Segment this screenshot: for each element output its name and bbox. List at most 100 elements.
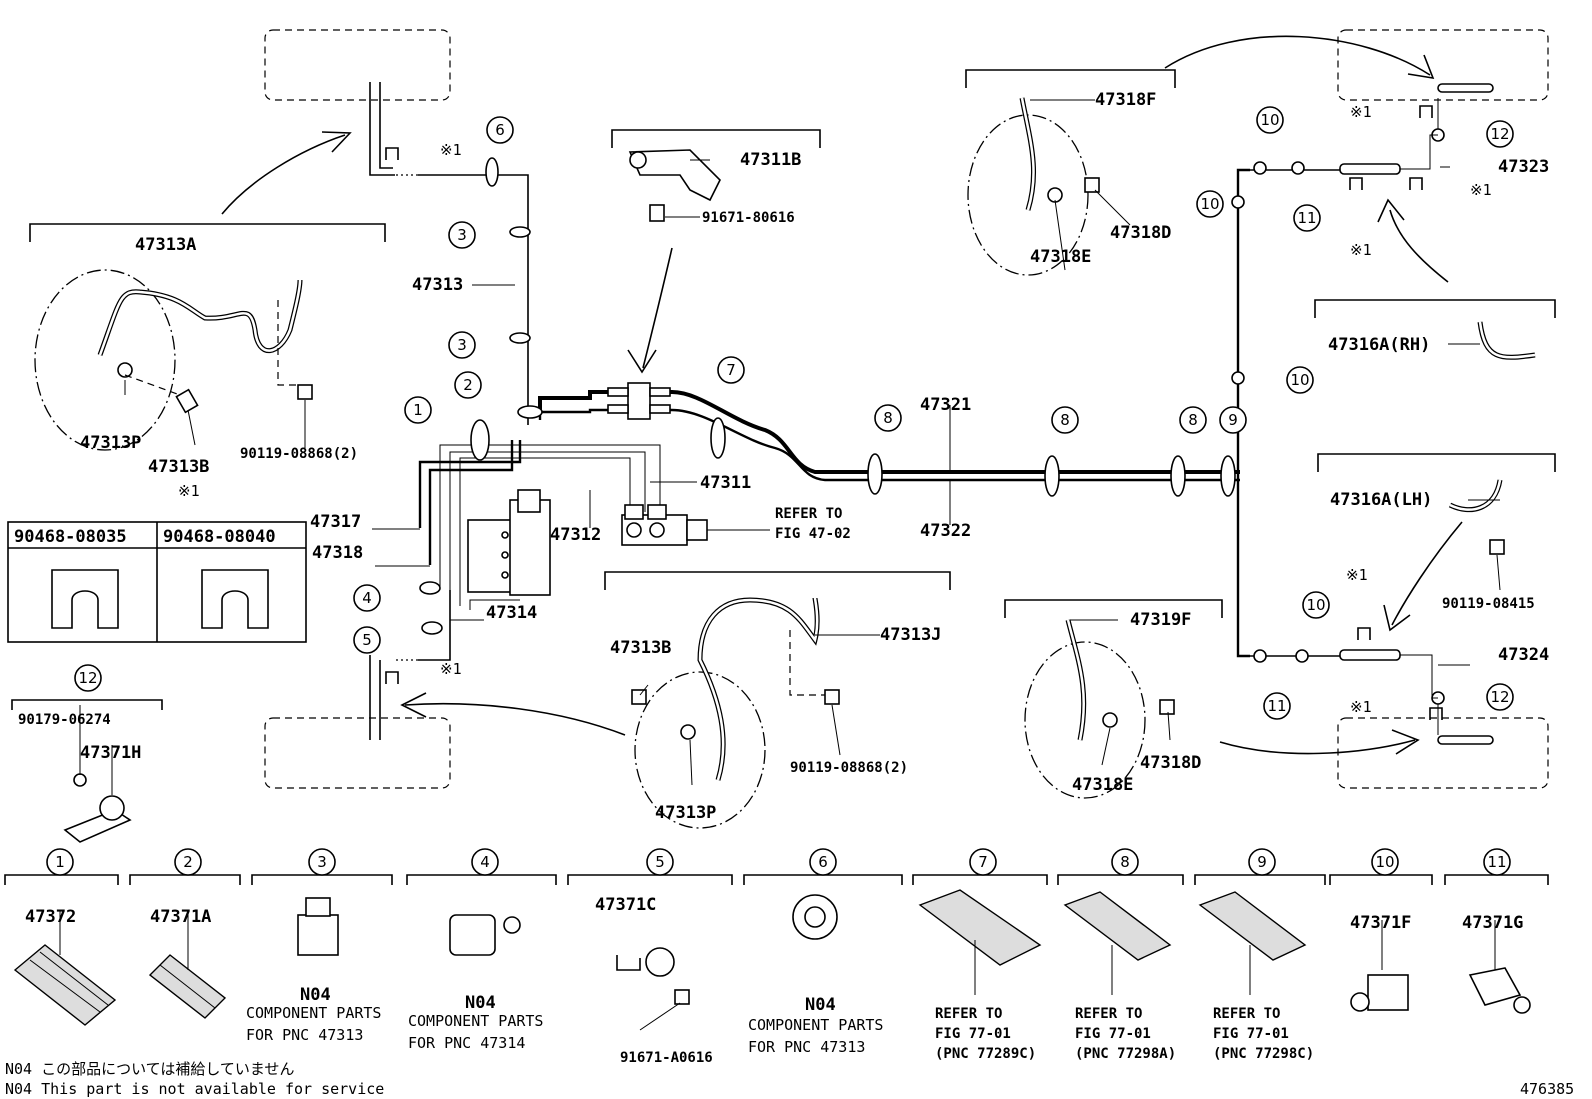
clamp-8-a [867, 453, 883, 495]
callout-8-b: 8 [1051, 406, 1079, 434]
callout-3-upper: 3 [448, 221, 476, 249]
pipe-rear-vertical-lower [1236, 478, 1250, 658]
callout-bottom-9: 9 [1248, 848, 1276, 876]
rear-hose-lower-to-wheel [1400, 654, 1438, 699]
clip-47371G [1468, 967, 1531, 1014]
rear-hose-lower [1339, 649, 1401, 661]
callout-bottom-6: 6 [809, 848, 837, 876]
wheel-area-rear-right-bottom [1337, 717, 1549, 789]
hose-47318F-inner [1020, 97, 1035, 211]
clip-table [7, 521, 307, 643]
dash-bolt-a [124, 374, 181, 396]
label-comp-parts-3: COMPONENT PARTS [246, 1004, 381, 1022]
arrow-47316A-LH-head [1383, 604, 1411, 632]
svg-text:11: 11 [1267, 697, 1286, 715]
bracket-47316A-RH [1314, 299, 1556, 318]
clamp-9 [1220, 455, 1236, 497]
pipe-47311 [449, 451, 646, 598]
u-clip-front-top [385, 147, 399, 160]
label-pnc-77298A: (PNC 77298A) [1075, 1046, 1176, 1062]
arrow-47318F-head [1407, 54, 1435, 80]
svg-text:5: 5 [362, 631, 372, 649]
label-fig-77-01-7: FIG 77-01 [935, 1026, 1011, 1042]
callout-3-lower: 3 [448, 331, 476, 359]
callout-bottom-4: 4 [471, 848, 499, 876]
hose-47313J [697, 597, 820, 781]
svg-text:1: 1 [55, 853, 65, 871]
arrow-47316A-RH-head [1377, 198, 1405, 223]
svg-text:6: 6 [818, 853, 828, 871]
clamp-47371H [63, 773, 132, 843]
leader-lines [59, 99, 1501, 1031]
callout-10-d: 10 [1302, 591, 1330, 619]
callout-8-c: 8 [1179, 406, 1207, 434]
dash-90119-a [277, 300, 298, 386]
pipe-47312 [439, 444, 661, 590]
label-47313B-b: 47313B [610, 638, 671, 658]
hose-47316A-RH-inner [1478, 321, 1536, 359]
clip-10-c [1231, 371, 1245, 385]
label-47313B: 47313B [148, 457, 209, 477]
svg-text:10: 10 [1260, 111, 1279, 129]
label-47316A-RH: 47316A(RH) [1328, 335, 1430, 355]
grommet-6-illustration [792, 894, 838, 940]
rear-hose-upper [1339, 163, 1401, 175]
callout-5: 5 [353, 626, 381, 654]
clip-3 [297, 897, 339, 956]
label-47321: 47321 [920, 395, 971, 415]
label-90468-08035: 90468-08035 [14, 527, 127, 547]
bolt-90119-b [824, 689, 840, 705]
callout-bottom-10: 10 [1371, 848, 1399, 876]
svg-text:6: 6 [495, 121, 505, 139]
bracket-47318F [965, 69, 1176, 88]
abs-actuator [467, 489, 551, 596]
callout-2: 2 [454, 371, 482, 399]
bracket-47311B-illustration [628, 149, 721, 222]
u-clip-bot-1 [1357, 627, 1371, 640]
u-clip-top-2 [1349, 177, 1363, 190]
label-47313P: 47313P [80, 433, 141, 453]
svg-text:12: 12 [1490, 688, 1509, 706]
label-refer-to-7: REFER TO [935, 1006, 1002, 1022]
svg-text:8: 8 [883, 409, 893, 427]
label-47313: 47313 [412, 275, 463, 295]
clamp-5 [421, 621, 443, 635]
label-mark-rr-2: ※1 [1470, 181, 1492, 199]
callout-12-a: 12 [1486, 120, 1514, 148]
svg-text:12: 12 [78, 669, 97, 687]
label-47316A-LH: 47316A(LH) [1330, 490, 1432, 510]
clamp-3-lower [509, 332, 531, 344]
label-fig-47-02: FIG 47-02 [775, 526, 851, 542]
label-47371F: 47371F [1350, 913, 1411, 933]
svg-text:3: 3 [317, 853, 327, 871]
clamp-3-upper [509, 226, 531, 238]
pipe-47314 [418, 590, 451, 661]
svg-text:4: 4 [362, 589, 372, 607]
bolt-47318D-b [1159, 699, 1175, 715]
arrow-47316A-RH-up [1389, 209, 1449, 283]
master-cylinder [621, 504, 770, 546]
label-90468-08040: 90468-08040 [163, 527, 276, 547]
callout-bottom-11: 11 [1483, 848, 1511, 876]
pipe-47318 [428, 440, 514, 565]
clamp-47371A [148, 954, 227, 1019]
grommet-6 [485, 157, 499, 187]
label-mark-rl-2: ※1 [1350, 698, 1372, 716]
arrow-47316A-LH-down [1391, 521, 1463, 626]
hose-47316A-LH [1448, 479, 1503, 513]
bracket-47311B [611, 129, 821, 148]
wheel-pipe-top-2 [379, 82, 393, 169]
label-n04-6: N04 [805, 995, 836, 1015]
label-47317: 47317 [310, 512, 361, 532]
label-fig-77-01-9: FIG 77-01 [1213, 1026, 1289, 1042]
clamp-7 [710, 417, 726, 459]
label-refer-to: REFER TO [775, 506, 842, 522]
rear-hose-upper-to-wheel [1400, 134, 1438, 170]
arrow-47318F-to-wheel [1164, 35, 1431, 76]
callout-10-c: 10 [1286, 366, 1314, 394]
label-for-pnc-47313-a: FOR PNC 47313 [246, 1026, 363, 1044]
clip-47371F [1350, 974, 1409, 1012]
svg-text:9: 9 [1228, 411, 1238, 429]
